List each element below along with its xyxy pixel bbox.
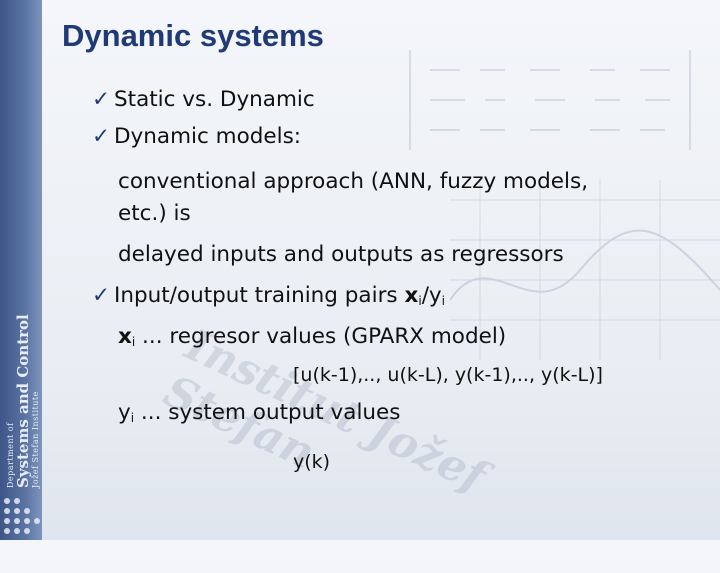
sidebar-band: Department of Systems and Control Jožef …	[0, 0, 42, 540]
dots-logo-icon	[2, 496, 42, 536]
regressor-vector: [u(k-1),.., u(k-L), y(k-1),.., y(k-L)]	[293, 364, 603, 386]
bullet-training-pairs: ✓Input/output training pairs xi/yi	[92, 278, 445, 319]
y-definition-text: ... system output values	[134, 400, 401, 425]
sub-bullet-line: etc.) is	[118, 201, 191, 226]
sub-bullet-line: delayed inputs and outputs as regressors	[118, 242, 564, 267]
x-symbol: x	[404, 283, 419, 308]
output-value: y(k)	[293, 451, 331, 473]
bullet-dynamic-models: ✓Dynamic models:	[92, 119, 301, 155]
x-definition-text: ... regresor values (GPARX model)	[135, 324, 507, 349]
x-symbol: x	[118, 324, 132, 349]
slide-title: Dynamic systems	[62, 18, 324, 53]
department-logo: Department of Systems and Control Jožef …	[4, 188, 40, 488]
bullet-text: Input/output training pairs	[114, 283, 405, 308]
x-definition: xi ... regresor values (GPARX model)	[118, 319, 506, 360]
checkmark-icon: ✓	[92, 87, 111, 112]
checkmark-icon: ✓	[92, 124, 111, 149]
bullet-text: Static vs. Dynamic	[114, 87, 315, 112]
slash-y: /y	[421, 283, 442, 308]
subscript-i: i	[441, 294, 445, 308]
dept-line-2: Systems and Control	[14, 314, 32, 488]
sub-bullet-line: conventional approach (ANN, fuzzy models…	[118, 169, 589, 194]
y-definition: yi ... system output values	[118, 395, 401, 436]
bullet-static-dynamic: ✓Static vs. Dynamic	[92, 82, 315, 118]
y-symbol: y	[118, 400, 131, 425]
subscript-i: i	[131, 335, 136, 349]
bullet-text: Dynamic models:	[114, 124, 302, 149]
checkmark-icon: ✓	[92, 283, 111, 308]
subscript-i: i	[418, 294, 422, 308]
dept-line-3: Jožef Stefan Institute	[31, 391, 40, 488]
plot-watermark-icon	[450, 180, 720, 360]
subscript-i: i	[130, 411, 135, 425]
equation-watermark-icon	[409, 50, 691, 150]
